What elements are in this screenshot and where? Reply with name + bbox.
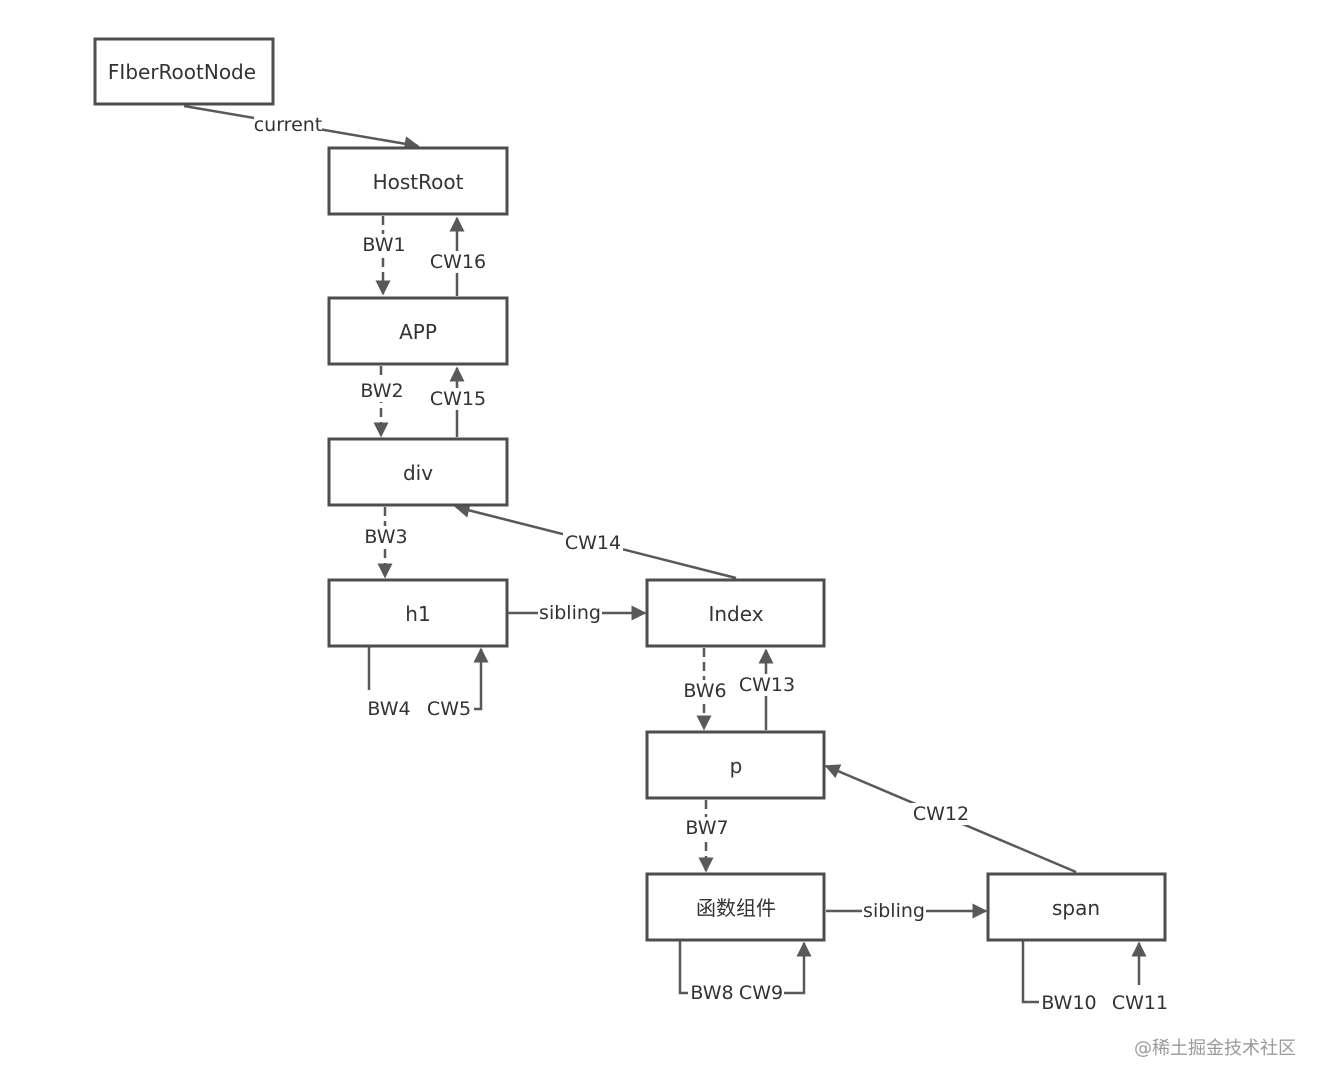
edge-label-cw5: CW5 (427, 698, 471, 720)
node-span: span (986, 872, 1167, 942)
edge-label-cw15: CW15 (430, 388, 486, 410)
edge-label-bw1: BW1 (362, 234, 405, 256)
edge-bw3: BW3 (362, 507, 410, 579)
edge-label-cw16: CW16 (430, 251, 486, 273)
edge-bw10-cw11: BW10 CW11 (1021, 941, 1170, 1014)
node-function-component: 函数组件 (645, 872, 826, 942)
node-host-root: HostRoot (327, 146, 509, 216)
edge-label-bw4: BW4 (367, 698, 410, 720)
node-label-host-root: HostRoot (373, 170, 464, 194)
node-label-fiber-root: FIberRootNode (108, 60, 256, 84)
node-label-span: span (1052, 896, 1100, 920)
node-label-div: div (403, 461, 433, 485)
edge-label-cw14: CW14 (565, 532, 621, 554)
node-app: APP (327, 296, 509, 366)
watermark-text: @稀土掘金技术社区 (1134, 1038, 1296, 1059)
edge-cw16: CW16 (428, 216, 488, 296)
edge-label-bw3: BW3 (364, 526, 407, 548)
node-index: Index (645, 578, 826, 648)
edge-cw15: CW15 (428, 366, 488, 437)
node-fiber-root: FIberRootNode (93, 37, 275, 106)
edge-bw4-cw5: BW4 CW5 (364, 647, 489, 720)
edge-bw6: BW6 (681, 648, 729, 731)
edge-sibling-func-span: sibling (826, 900, 988, 922)
edge-label-cw12: CW12 (913, 803, 969, 825)
edge-label-bw10: BW10 (1041, 992, 1096, 1014)
node-label-index: Index (708, 602, 763, 626)
edge-bw8-cw9: BW8 CW9 (678, 941, 812, 1004)
edge-label-current: current (254, 114, 323, 136)
node-label-app: APP (399, 320, 437, 344)
node-h1: h1 (327, 578, 509, 648)
edge-label-sibling-2: sibling (863, 900, 925, 922)
edge-cw12: CW12 (824, 764, 1077, 874)
edge-label-bw8: BW8 (690, 982, 733, 1004)
edge-label-cw13: CW13 (739, 674, 795, 696)
edge-cw13: CW13 (736, 648, 798, 730)
node-label-function-component: 函数组件 (696, 896, 776, 920)
node-div: div (327, 437, 509, 507)
edge-current: current (183, 104, 420, 152)
edge-bw1: BW1 (360, 216, 408, 296)
edge-label-cw9: CW9 (739, 982, 783, 1004)
edge-cw14: CW14 (454, 503, 737, 580)
edge-label-sibling-1: sibling (539, 602, 601, 624)
edge-label-bw6: BW6 (683, 680, 726, 702)
edge-label-bw7: BW7 (685, 817, 728, 839)
node-p: p (645, 730, 826, 800)
node-label-p: p (730, 754, 743, 778)
edge-sibling-h1-index: sibling (508, 602, 647, 624)
edge-bw7: BW7 (683, 800, 731, 873)
edge-label-bw2: BW2 (360, 380, 403, 402)
edge-label-cw11: CW11 (1112, 992, 1168, 1014)
edge-bw2: BW2 (358, 366, 406, 438)
node-label-h1: h1 (405, 602, 430, 626)
